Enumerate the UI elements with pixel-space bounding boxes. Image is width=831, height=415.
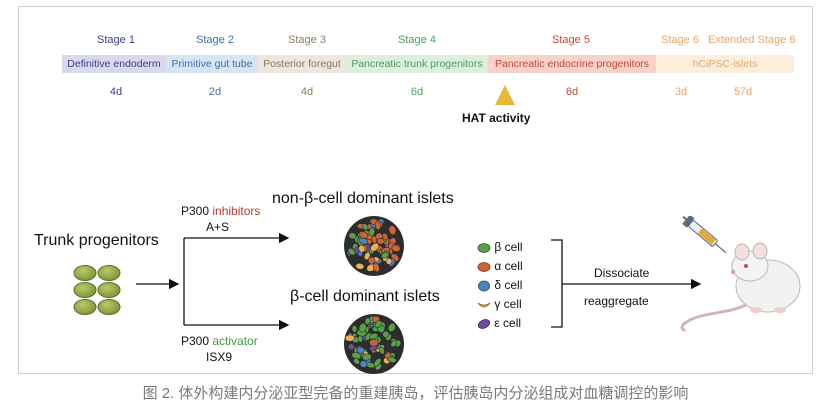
inhibitors-label: inhibitors [212,204,261,218]
legend-gamma: γ cell [477,297,522,311]
activator-label: activator [212,334,258,348]
trunk-progenitor-cells [73,265,121,315]
islet-cell [381,251,389,259]
islet-cell [369,339,379,347]
islet-cell [348,232,357,240]
epsilon-cell-label: ε cell [494,316,522,330]
islet-cell [374,320,382,329]
islet-cell [347,248,356,256]
a-plus-s-label: A+S [206,220,230,234]
bottom-branch-label: P300 activator [181,334,258,348]
islet-cell [351,325,358,333]
islet-cell [355,263,365,270]
islet-cell [384,352,392,359]
dissociate-label: Dissociate [594,266,650,280]
islet-cell [370,242,380,252]
islet-cell [382,330,390,338]
band-posterior-foregut: Posterior foregut [258,55,346,73]
non-beta-islets-title: non-β-cell dominant islets [272,190,454,207]
islet-cell [390,340,398,348]
stage-4-days: 6d [410,86,424,98]
islet-cell [387,322,396,332]
extended-stage-6-days: 57d [733,86,753,98]
islet-cell [361,353,372,361]
beta-islet [344,314,404,374]
non-beta-islet [344,216,404,276]
islet-cell [372,262,380,273]
islet-cell [364,251,371,261]
alpha-cell-icon [477,261,491,272]
stage-2-days: 2d [208,86,222,98]
legend-alpha: α cell [477,259,523,273]
hat-activity-label: HAT activity [462,111,531,125]
stage-5-days: 6d [565,86,579,98]
islet-cell [391,244,401,252]
islet-cell [371,235,377,244]
islet-cell [367,256,376,265]
top-branch-label: P300 inhibitors [181,204,260,218]
legend-epsilon: ε cell [477,316,521,330]
islet-cell [347,343,355,351]
band-primitive-gut-tube: Primitive gut tube [166,55,258,73]
islet-cell [353,358,360,365]
stage-6-days: 3d [674,86,688,98]
islet-cell [356,346,365,354]
stage-6-label: Stage 6 [661,34,699,46]
islet-cell [368,227,375,237]
stage-3-label: Stage 3 [288,34,326,46]
islet-cell [369,333,379,340]
band-definitive-endoderm: Definitive endoderm [62,55,166,73]
stage-1-label: Stage 1 [97,34,135,46]
stage-5-label: Stage 5 [552,34,590,46]
islet-cell [358,322,367,333]
gamma-cell-icon [477,302,491,308]
stage-3-days: 4d [300,86,314,98]
p300-label: P300 [181,204,213,218]
islet-cell [375,220,381,231]
alpha-cell-label: α cell [494,259,523,273]
beta-cell-icon [477,242,491,253]
trunk-progenitors-label: Trunk progenitors [34,232,159,249]
figure-caption: 图 2. 体外构建内分泌亚型完备的重建胰岛，评估胰岛内分泌组成对血糖调控的影响 [142,385,689,402]
band-hcipsc-islets: hCiPSC-islets [656,55,794,73]
band-pancreatic-trunk-progenitors: Pancreatic trunk progenitors [346,55,488,73]
stage-4-label: Stage 4 [398,34,436,46]
islet-cell [379,346,385,355]
hat-activity-triangle [495,85,515,105]
stage-2-label: Stage 2 [196,34,234,46]
islet-cell [388,225,397,235]
islet-cell [382,232,389,241]
legend-beta: β cell [477,240,523,254]
islet-cell [362,223,369,231]
isx9-label: ISX9 [206,350,233,364]
islet-cell [359,360,368,368]
delta-cell-label: δ cell [494,278,523,292]
islet-cell [364,317,371,325]
islet-cell [373,358,382,367]
legend-delta: δ cell [477,278,522,292]
extended-stage-6-label: Extended Stage 6 [708,34,796,46]
islet-cell [344,334,355,342]
epsilon-cell-icon [477,319,491,329]
mouse-with-syringe-icon [680,216,801,332]
islet-cell [387,356,397,363]
p300-label: P300 [181,334,213,348]
islet-cell [358,244,366,253]
stage-1-days: 4d [109,86,123,98]
gamma-cell-label: γ cell [494,297,522,311]
delta-cell-icon [478,280,490,292]
beta-islets-title: β-cell dominant islets [290,288,440,305]
reaggregate-label: reaggregate [584,294,649,308]
beta-cell-label: β cell [494,240,523,254]
islet-cell [358,231,369,239]
islet-cell [357,335,363,343]
band-pancreatic-endocrine-progenitors: Pancreatic endocrine progenitors [488,55,656,73]
